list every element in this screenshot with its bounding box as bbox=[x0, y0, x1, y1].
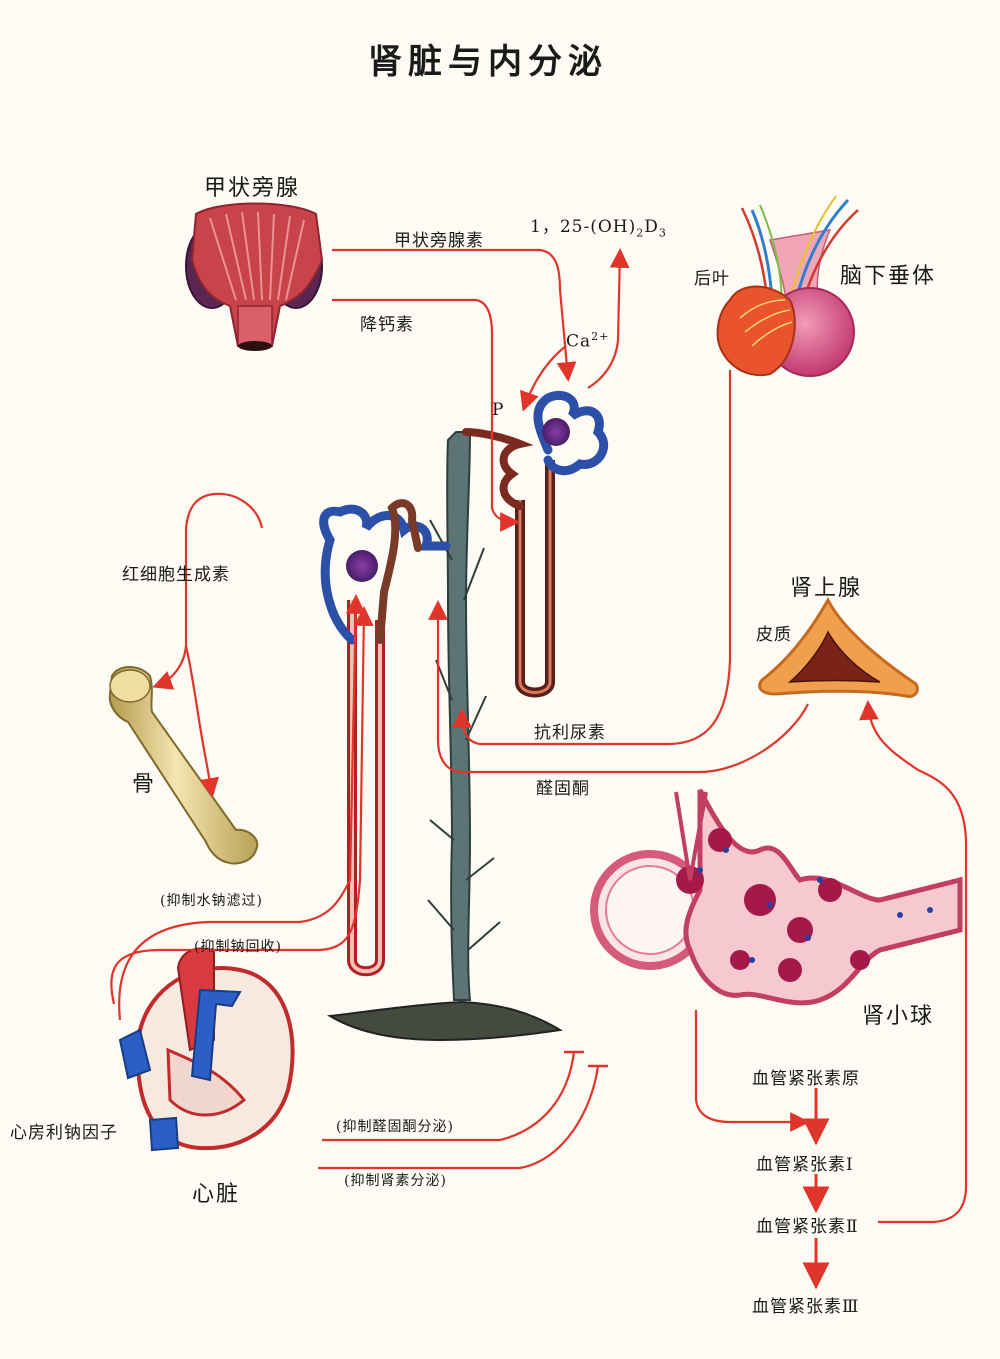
label-heart: 心脏 bbox=[192, 1182, 241, 1207]
label-inhibit-aldosterone: (抑制醛固酮分泌) bbox=[336, 1119, 454, 1135]
label-adrenal: 肾上腺 bbox=[790, 576, 863, 601]
arrow-epo bbox=[152, 492, 264, 690]
arrow-pth bbox=[332, 248, 577, 382]
vitd-sub1: 2 bbox=[636, 226, 645, 240]
label-anp: 心房利钠因子 bbox=[10, 1123, 118, 1143]
hormone-arrows bbox=[110, 248, 968, 1290]
label-inhibit-filtration: (抑制水钠滤过) bbox=[160, 893, 263, 909]
label-pituitary: 脑下垂体 bbox=[840, 264, 937, 289]
label-epo: 红细胞生成素 bbox=[122, 565, 230, 585]
label-aldosterone: 醛固酮 bbox=[536, 779, 590, 799]
label-angiotensin-3: 血管紧张素Ⅲ bbox=[752, 1297, 860, 1317]
arrow-inhibit-filtration bbox=[118, 594, 366, 1021]
arrow-calcitonin bbox=[332, 298, 520, 532]
arrow-aldosterone bbox=[428, 600, 809, 774]
heart-illustration bbox=[118, 947, 295, 1152]
vitd-sub2: 3 bbox=[658, 226, 667, 240]
label-pth: 甲状旁腺素 bbox=[394, 231, 484, 251]
glomerulus-illustration bbox=[590, 788, 963, 1006]
label-calcium: Ca2+ bbox=[566, 330, 609, 352]
label-vitamin-d: 1，25-(OH)2D3 bbox=[530, 212, 667, 239]
label-posterior-lobe: 后叶 bbox=[694, 269, 730, 289]
arrow-inhibit-aldosterone bbox=[322, 1051, 576, 1142]
label-angiotensinogen: 血管紧张素原 bbox=[752, 1069, 860, 1089]
pituitary-illustration bbox=[716, 195, 859, 377]
parathyroid-illustration bbox=[185, 202, 324, 351]
label-angiotensin-2: 血管紧张素Ⅱ bbox=[756, 1217, 859, 1237]
page-title: 肾脏与内分泌 bbox=[368, 42, 608, 82]
vitd-prefix: 1，25-(OH) bbox=[530, 217, 637, 237]
label-cortex: 皮质 bbox=[756, 625, 792, 645]
arrow-phosphorus bbox=[520, 345, 567, 412]
label-calcitonin: 降钙素 bbox=[360, 315, 414, 335]
adrenal-illustration bbox=[758, 596, 919, 698]
arrow-adh bbox=[452, 370, 732, 746]
left-nephron bbox=[319, 499, 451, 977]
label-angiotensin-1: 血管紧张素Ⅰ bbox=[756, 1155, 854, 1175]
right-nephron bbox=[462, 390, 609, 698]
arrow-ang2-adrenal bbox=[859, 700, 968, 1224]
arrow-epo-bone bbox=[184, 645, 219, 798]
calcium-symbol: Ca bbox=[566, 331, 592, 352]
label-phosphorus: P bbox=[492, 400, 505, 420]
arrow-inhibit-renin bbox=[318, 1065, 600, 1170]
label-parathyroid: 甲状旁腺 bbox=[204, 176, 301, 201]
label-bone: 骨 bbox=[132, 772, 157, 797]
label-inhibit-renin: (抑制肾素分泌) bbox=[344, 1173, 447, 1189]
arrow-calcium-vitd bbox=[587, 248, 630, 389]
calcium-charge: 2+ bbox=[591, 330, 610, 343]
arrow-glomerulus-renin bbox=[694, 1010, 810, 1132]
label-glomerulus: 肾小球 bbox=[862, 1004, 935, 1029]
arrow-inhibit-reabsorption bbox=[110, 606, 374, 1005]
label-inhibit-reabsorption: (抑制钠回收) bbox=[194, 939, 282, 955]
label-adh: 抗利尿素 bbox=[534, 723, 606, 743]
bone-illustration bbox=[108, 666, 259, 865]
vitd-mid: D bbox=[644, 217, 659, 237]
